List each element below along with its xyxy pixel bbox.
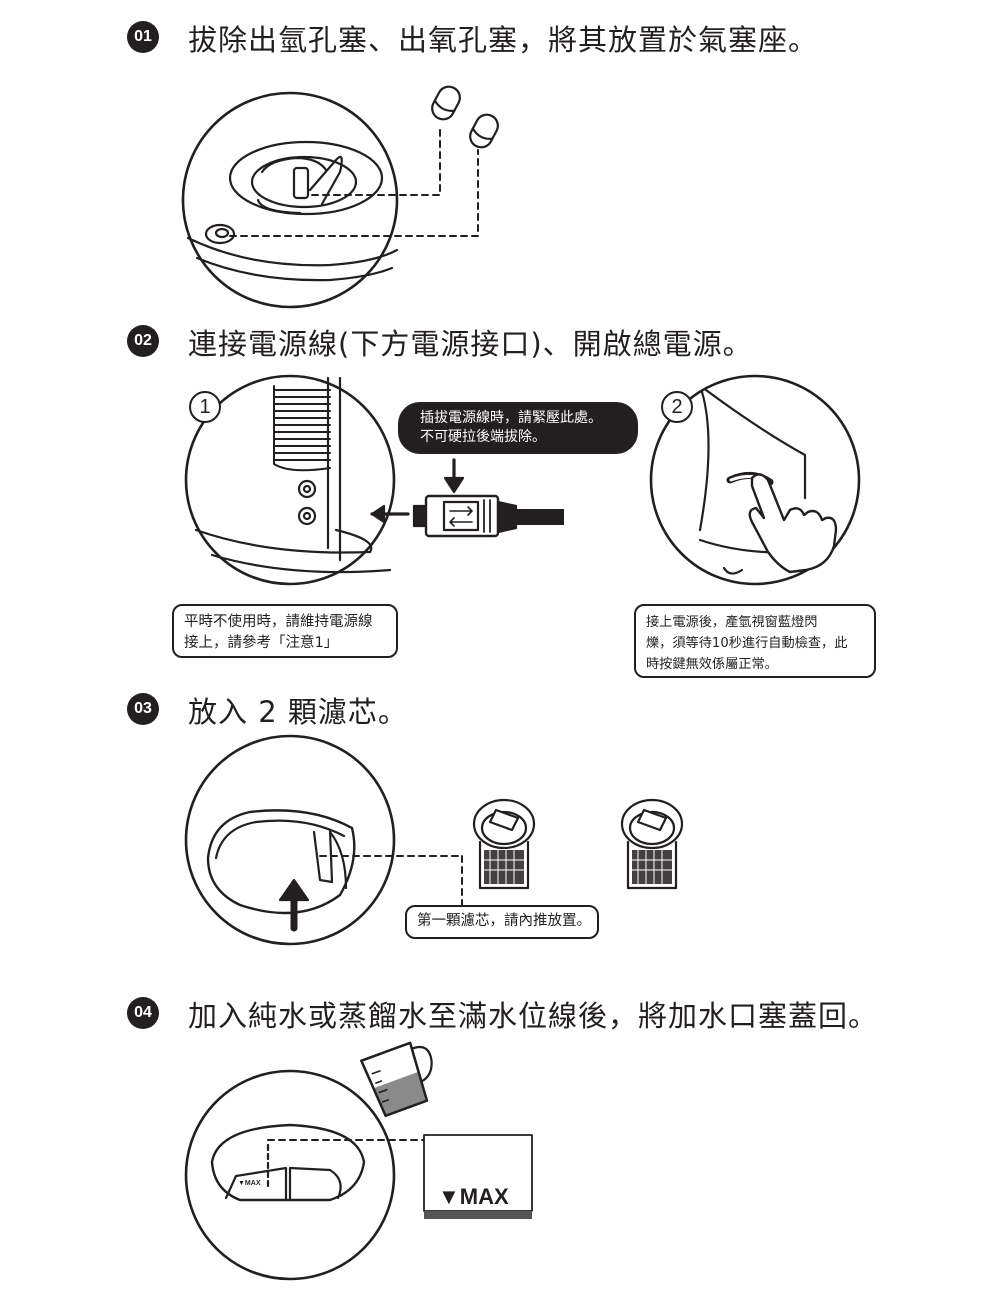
- step-1-number-badge: 01: [127, 21, 159, 53]
- step-2-callout-2: 2: [661, 391, 693, 423]
- max-level-box: [423, 1134, 533, 1219]
- power-plug-illustration: [412, 494, 564, 538]
- note-first-filter-text: 第一顆濾芯，請內推放置。: [417, 913, 591, 929]
- step-4-number-badge: 04: [127, 997, 159, 1029]
- step-4-title: 加入純水或蒸餾水至滿水位線後，將加水口塞蓋回。: [188, 999, 879, 1033]
- step-4-water-tank-illustration: [184, 1069, 396, 1281]
- note-first-filter: 第一顆濾芯，請內推放置。: [405, 905, 599, 939]
- note-left-line-2: 接上，請參考「注意1」: [184, 635, 339, 651]
- note-left-line-1: 平時不使用時，請維持電源線: [184, 614, 373, 630]
- note-right-line-3: 時按鍵無效係屬正常。: [646, 657, 778, 672]
- plug-warning-pill: 插拔電源線時，請緊壓此處。 不可硬拉後端拔除。: [398, 402, 638, 454]
- plug-warning-line-1: 插拔電源線時，請緊壓此處。: [420, 410, 602, 426]
- step-2-number-badge: 02: [127, 325, 159, 357]
- note-keep-plugged-in: 平時不使用時，請維持電源線 接上，請參考「注意1」: [172, 604, 398, 658]
- note-self-check: 接上電源後，產氫視窗藍燈閃 爍，須等待10秒進行自動檢查，此 時按鍵無效係屬正常…: [634, 604, 876, 678]
- note-right-line-1: 接上電源後，產氫視窗藍燈閃: [646, 615, 818, 630]
- step-2-title: 連接電源線(下方電源接口)、開啟總電源。: [188, 327, 753, 361]
- step-2-callout-1: 1: [189, 391, 221, 423]
- max-level-label: ▼MAX: [438, 1184, 509, 1209]
- step-2-power-socket-illustration: [184, 374, 396, 586]
- step-2-power-button-illustration: [649, 374, 861, 586]
- tank-small-max-label: ▼MAX: [238, 1180, 261, 1187]
- note-right-line-2: 爍，須等待10秒進行自動檢查，此: [646, 636, 848, 651]
- step-1-device-closeup-illustration: [181, 85, 499, 309]
- measuring-cup-icon: [360, 1041, 433, 1117]
- plug-warning-line-2: 不可硬拉後端拔除。: [420, 429, 546, 445]
- step-3-title: 放入 2 顆濾芯。: [188, 695, 408, 729]
- step-1-title: 拔除出氫孔塞、出氧孔塞，將其放置於氣塞座。: [188, 23, 819, 57]
- filter-cartridge-2: [620, 798, 684, 890]
- filter-cartridge-1: [472, 798, 536, 890]
- step-3-filter-slot-illustration: [184, 734, 396, 946]
- step-3-number-badge: 03: [127, 693, 159, 725]
